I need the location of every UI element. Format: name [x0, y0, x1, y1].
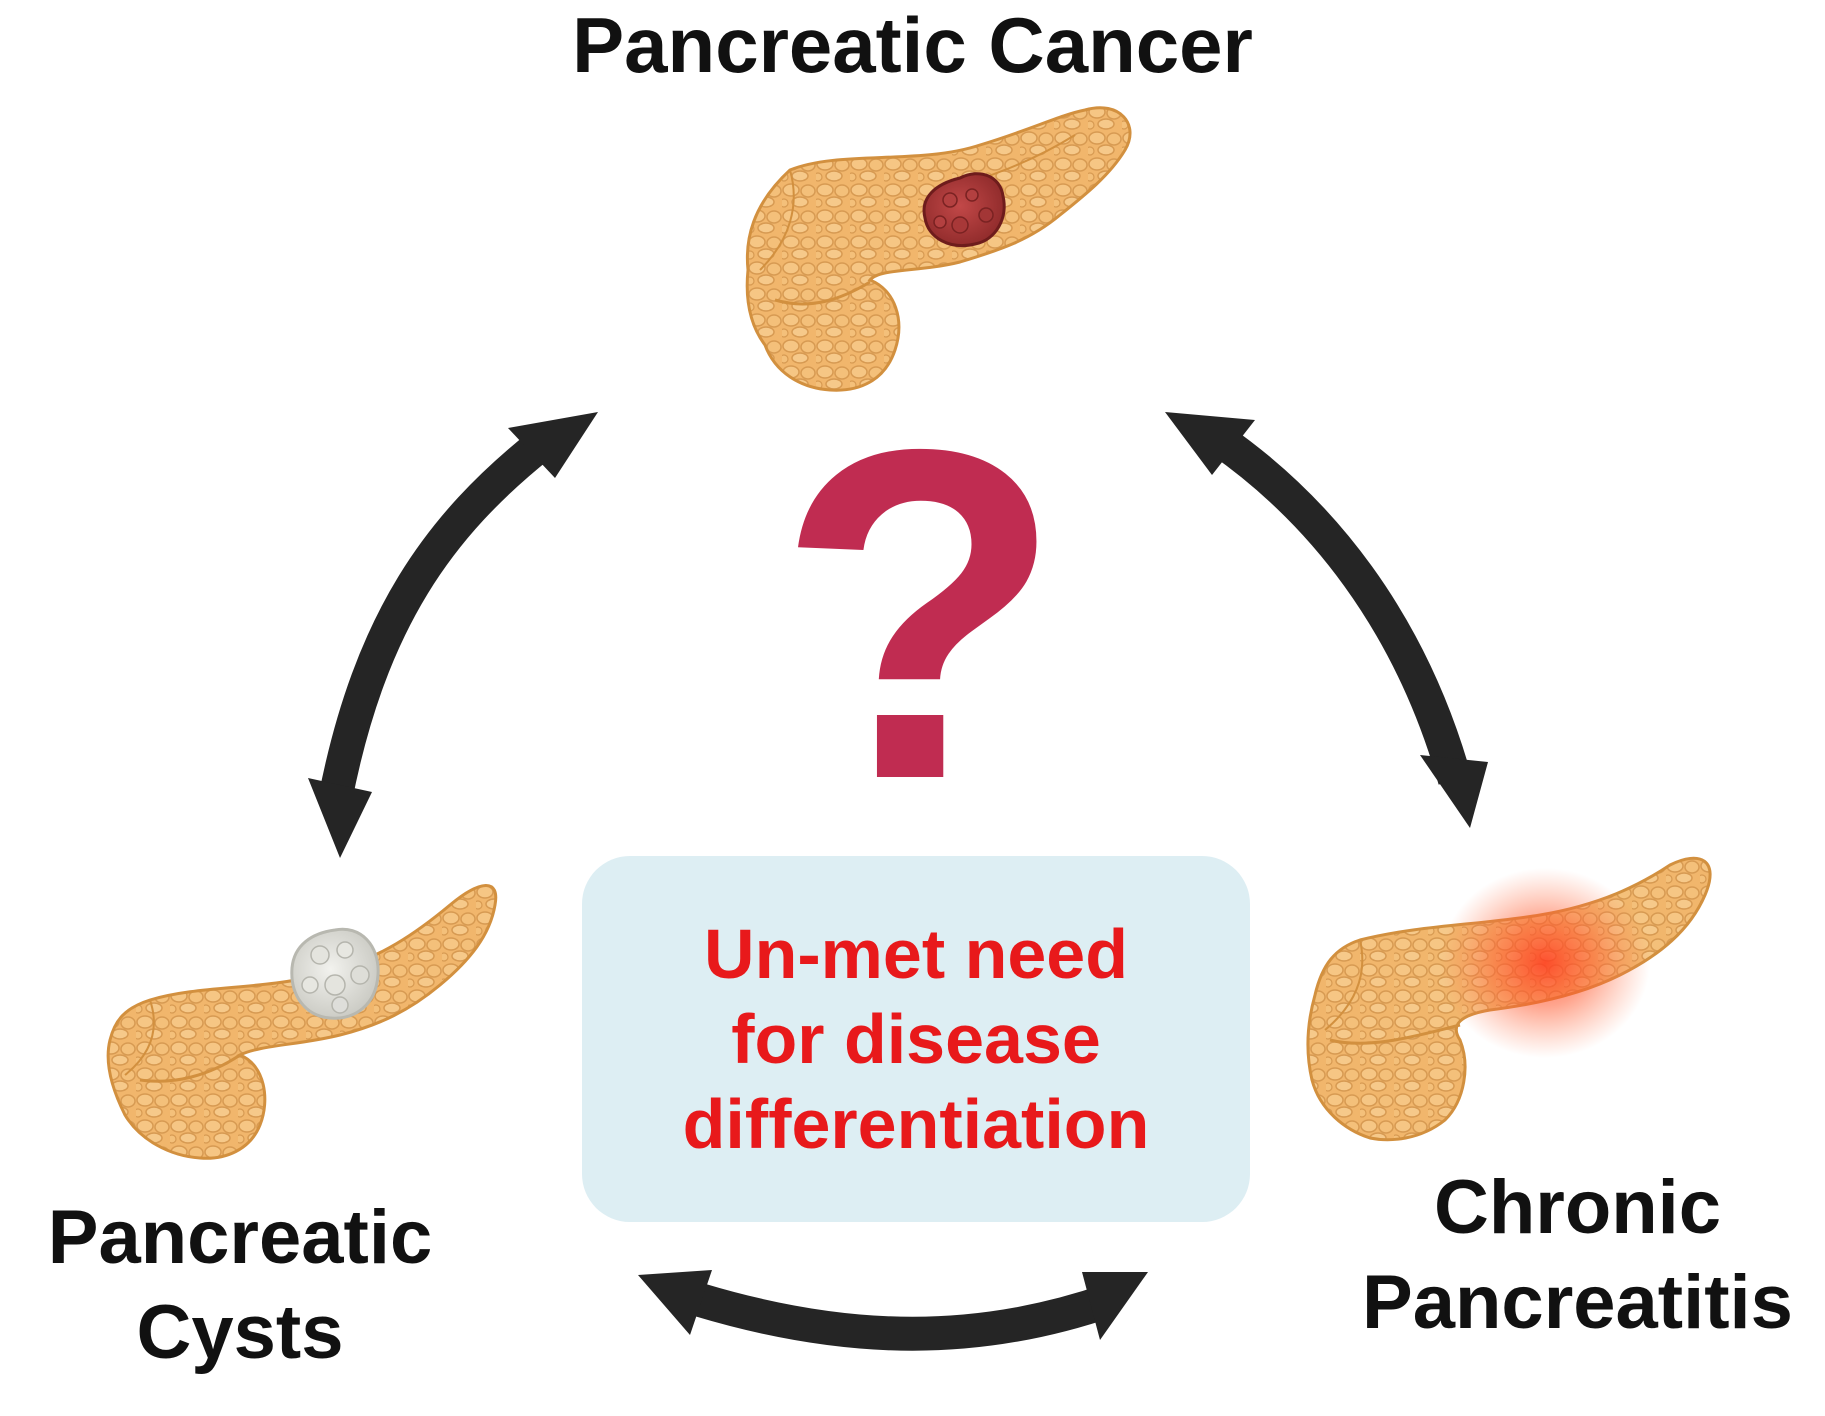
label-chronic-pancreatitis: Chronic Pancreatitis: [1330, 1160, 1825, 1350]
pancreas-cyst-icon: [108, 885, 496, 1158]
arrow-cancer-pancreatitis: [1165, 412, 1488, 828]
unmet-need-box: Un-met need for disease differentiation: [582, 856, 1250, 1222]
unmet-need-text: Un-met need for disease differentiation: [683, 912, 1150, 1167]
label-pancreatic-cysts: Pancreatic Cysts: [0, 1190, 480, 1380]
arrow-cancer-cysts: [308, 412, 598, 858]
inflammation-glow: [1440, 868, 1650, 1058]
label-pancreatic-cancer: Pancreatic Cancer: [0, 6, 1825, 84]
cyst-mass: [292, 929, 378, 1018]
label-cp-line2: Pancreatitis: [1330, 1255, 1825, 1350]
need-line1: Un-met need: [683, 912, 1150, 997]
label-cysts-line1: Pancreatic: [0, 1190, 480, 1285]
pancreas-inflamed-icon: [1308, 858, 1710, 1139]
label-cysts-line2: Cysts: [0, 1285, 480, 1380]
need-line2: for disease: [683, 997, 1150, 1082]
question-mark-icon: ?: [700, 380, 1140, 850]
label-cp-line1: Chronic: [1330, 1160, 1825, 1255]
arrow-cysts-pancreatitis: [638, 1270, 1148, 1340]
need-line3: differentiation: [683, 1082, 1150, 1167]
pancreas-tumor-icon: [747, 108, 1130, 390]
